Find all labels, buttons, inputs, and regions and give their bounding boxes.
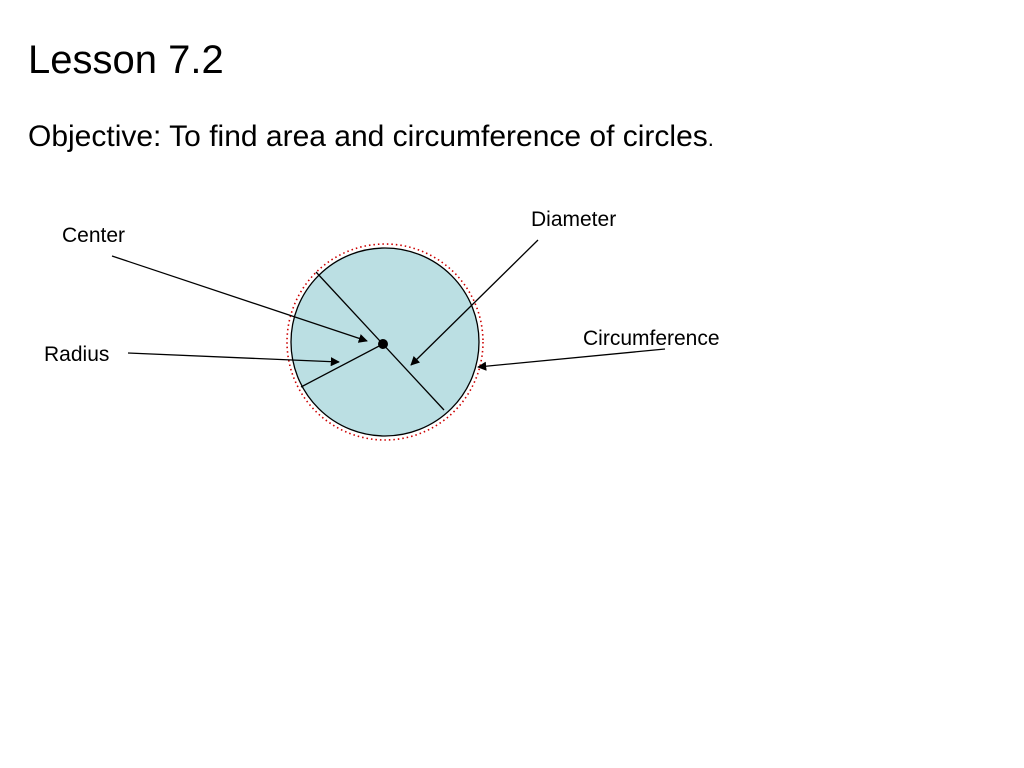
objective-period: . [707, 126, 714, 151]
objective-text: Objective: To find area and circumferenc… [28, 118, 714, 158]
center-arrow [111, 255, 368, 343]
circumference-arrow [477, 348, 666, 371]
objective-label: Objective: [28, 120, 162, 153]
radius-line [300, 343, 384, 388]
label-circumference: Circumference [583, 327, 720, 350]
circumference-ring [286, 243, 484, 441]
label-diameter: Diameter [531, 208, 616, 231]
center-point [378, 339, 388, 349]
diameter-arrow [410, 239, 539, 366]
label-center: Center [62, 224, 125, 247]
radius-arrow [127, 352, 340, 367]
label-radius: Radius [44, 343, 109, 366]
objective-body: To find area and circumference of circle… [161, 120, 708, 153]
slide-title: Lesson 7.2 [28, 38, 224, 82]
